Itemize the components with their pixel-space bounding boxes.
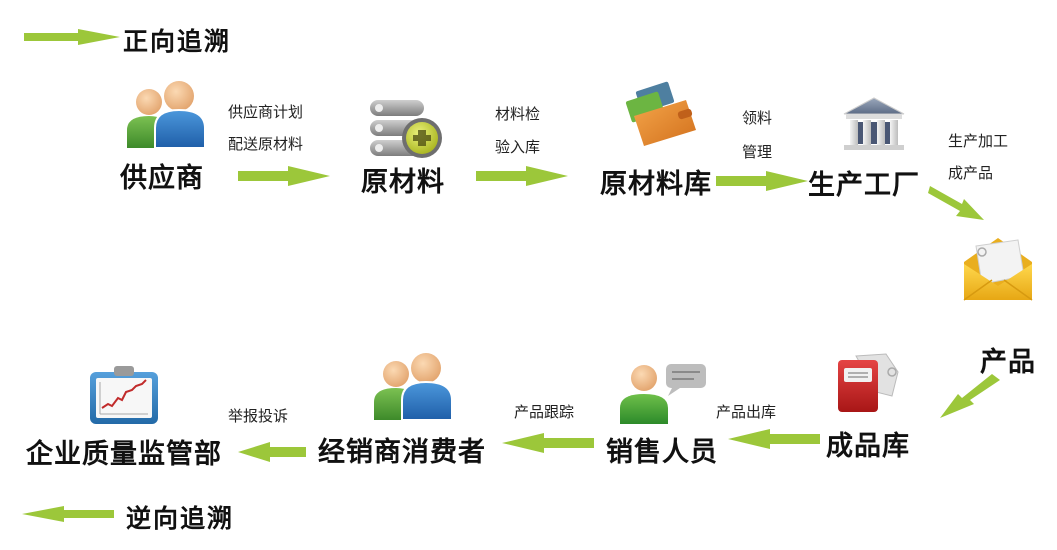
edge-finished-sales-line1: 产品出库	[716, 403, 777, 421]
arrow-left	[500, 432, 596, 454]
person-chat-icon	[618, 358, 710, 426]
node-finished-goods-warehouse-label: 成品库	[826, 431, 910, 462]
edge-dealer-quality-line1: 举报投诉	[228, 407, 289, 425]
arrow-down-left	[938, 374, 1002, 420]
backward-trace-arrow	[20, 504, 116, 524]
arrow-left	[726, 428, 822, 450]
node-quality-supervision-label: 企业质量监管部	[26, 439, 222, 470]
bank-building-icon	[842, 96, 906, 152]
clipboard-chart-icon	[88, 364, 160, 426]
edge-factory-product-line2: 成产品	[948, 164, 994, 182]
edge-supplier-raw-line1: 供应商计划	[228, 103, 304, 121]
edge-sales-dealer-line1: 产品跟踪	[514, 403, 575, 421]
forward-trace-arrow	[22, 27, 122, 47]
arrow-left	[236, 441, 308, 463]
wallet-icon	[620, 81, 700, 148]
arrow-right	[474, 165, 570, 187]
forward-trace-label: 正向追溯	[123, 27, 232, 56]
edge-supplier-raw-line2: 配送原材料	[228, 135, 304, 153]
people-icon	[370, 352, 458, 424]
edge-raw-warehouse-line2: 验入库	[495, 138, 541, 156]
node-raw-material-warehouse-label: 原材料库	[600, 169, 712, 200]
edge-raw-warehouse-line1: 材料检	[495, 105, 541, 123]
node-sales-staff-label: 销售人员	[606, 437, 718, 468]
node-dealer-consumer-label: 经销商消费者	[318, 437, 486, 468]
node-raw-material-label: 原材料	[361, 167, 445, 198]
edge-warehouse-factory-line1: 领料	[742, 109, 773, 127]
server-add-icon	[368, 98, 446, 160]
red-book-icon	[836, 352, 906, 414]
envelope-icon	[962, 236, 1034, 302]
edge-warehouse-factory-line2: 管理	[742, 143, 773, 161]
arrow-right	[236, 165, 332, 187]
people-icon	[123, 80, 211, 152]
arrow-right	[714, 170, 810, 192]
backward-trace-label: 逆向追溯	[126, 504, 235, 533]
arrow-down-right	[928, 180, 988, 222]
edge-factory-product-line1: 生产加工	[948, 132, 1009, 150]
node-supplier-label: 供应商	[120, 163, 204, 194]
node-product-label: 产品	[980, 347, 1036, 378]
node-factory-label: 生产工厂	[808, 170, 920, 201]
